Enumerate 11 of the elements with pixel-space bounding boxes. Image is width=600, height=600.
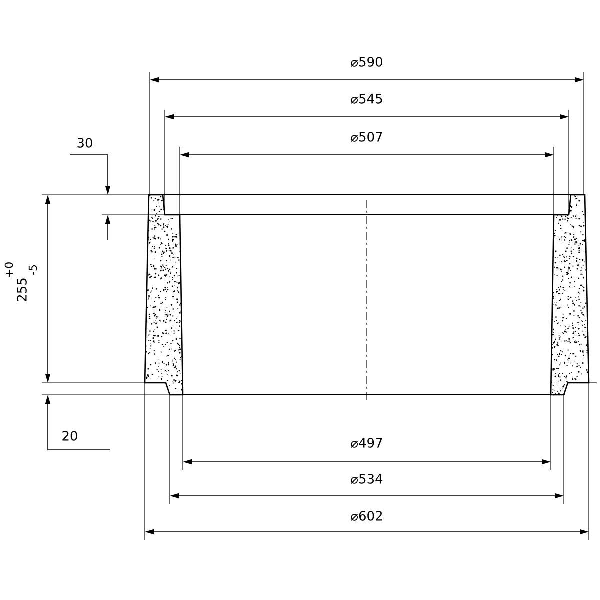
dimension-label: ⌀507 <box>351 132 382 142</box>
dimension-label: ⌀602 <box>351 511 382 521</box>
dimension-label: ⌀590 <box>351 57 382 67</box>
dimension-label: 20 <box>62 431 78 441</box>
dimension-label: 255 <box>17 278 27 302</box>
dimension-label: ⌀534 <box>351 474 383 484</box>
dimension-label: -5 <box>28 265 38 275</box>
dimension-label: 30 <box>78 138 92 148</box>
dimension-label: +0 <box>4 262 14 277</box>
dimension-label: ⌀545 <box>351 94 382 104</box>
dimension-label: ⌀497 <box>351 438 382 448</box>
